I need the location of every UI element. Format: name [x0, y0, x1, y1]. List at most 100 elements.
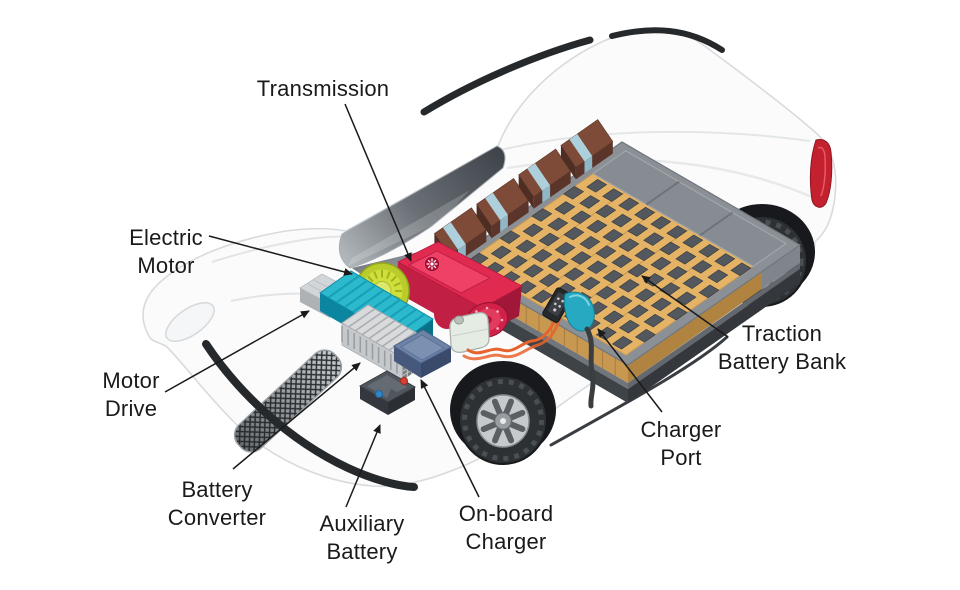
motor-fin — [390, 275, 397, 283]
cell-slot — [547, 217, 569, 231]
cell-slot — [563, 226, 585, 241]
converter-fin — [355, 312, 382, 332]
module-blue-band — [527, 163, 551, 191]
orange-cable — [466, 313, 559, 355]
aux-terminal-blue — [375, 390, 383, 398]
cell-slot — [627, 304, 649, 319]
drum-bolt — [475, 310, 478, 313]
cell-slot — [515, 239, 537, 254]
aux-battery-lid — [367, 375, 407, 398]
arrow-motor-drive — [164, 310, 310, 393]
front-tire-tread — [462, 379, 544, 461]
arrow-electric-motor — [208, 235, 353, 276]
cell-slot — [531, 289, 553, 304]
motor-fin — [367, 275, 374, 283]
wheel-spoke — [508, 409, 526, 421]
cell-slot — [634, 329, 656, 343]
aux-terminal-red — [400, 377, 408, 385]
brown-module-top — [518, 148, 572, 198]
gear-icon-center — [430, 262, 434, 266]
module-blue-band — [500, 214, 508, 233]
module-blue-band — [542, 185, 551, 203]
cell-slot — [618, 279, 640, 293]
pack-side-gray-se — [762, 245, 800, 289]
cell-slot — [586, 219, 608, 234]
cell-slot — [554, 201, 576, 215]
cell-slot — [602, 229, 624, 243]
module-blue-band — [443, 222, 466, 250]
cell-slot — [675, 250, 697, 265]
motor-drive-rib — [352, 289, 385, 313]
front-bumper-trim — [202, 340, 418, 491]
motor-fin — [393, 282, 401, 287]
pack-tray-se — [628, 269, 800, 403]
converter-fin — [368, 319, 396, 340]
slab-divider — [645, 180, 680, 206]
cell-slot — [650, 297, 672, 312]
front-hub-center — [500, 418, 506, 424]
cell-slot — [570, 210, 592, 225]
aux-battery-right — [388, 387, 415, 415]
drum-bolt — [496, 327, 499, 330]
cell-slot — [490, 245, 512, 260]
wheel-spoke — [503, 398, 514, 416]
gear-icon-ray — [427, 265, 431, 269]
pack-lip-se — [628, 263, 800, 389]
windshield-reflection — [348, 190, 470, 266]
roof-rail-near — [420, 36, 594, 116]
cell-slot — [682, 234, 704, 249]
cell-slot — [531, 248, 553, 263]
label-traction-battery-bank: Traction Battery Bank — [717, 321, 847, 374]
cell-slot — [595, 286, 617, 300]
motor-drive-rib — [344, 284, 377, 309]
cell-slot — [506, 254, 528, 269]
cell-slot — [659, 241, 681, 256]
cell-slot — [538, 273, 560, 287]
arrow-charger-port — [597, 328, 663, 413]
cell-slot — [650, 216, 672, 230]
cell-slot — [643, 232, 665, 246]
gear-icon-ray — [433, 265, 437, 269]
brown-module-cap — [518, 174, 534, 209]
cell-slot — [522, 264, 544, 278]
cell-slot — [579, 195, 601, 209]
wheel-spoke — [480, 410, 498, 421]
drum-bolt — [496, 310, 499, 313]
label-battery-converter: Battery Converter — [167, 477, 267, 530]
cell-slot — [634, 206, 656, 221]
cell-slot — [499, 230, 521, 244]
label-onboard-charger: On-board Charger — [458, 501, 554, 554]
cell-slot — [698, 284, 720, 299]
reservoir-seam — [451, 328, 489, 337]
charger-front — [394, 346, 421, 378]
label-motor-drive: Motor Drive — [102, 368, 160, 421]
wheel-spoke — [491, 398, 503, 416]
cell-slot — [627, 223, 649, 237]
grille — [233, 349, 343, 453]
cell-slot — [531, 208, 553, 222]
cell-slot — [538, 232, 560, 247]
motor-fin — [373, 271, 378, 279]
cell-slot — [643, 313, 665, 328]
auxiliary-battery-graphic — [358, 370, 417, 415]
cell-slot — [618, 319, 640, 334]
cell-slot — [602, 310, 624, 325]
cell-slot — [730, 262, 752, 276]
cell-slot — [586, 260, 608, 275]
brown-module-cap — [476, 204, 492, 239]
cell-slot — [666, 306, 688, 321]
cell-slot — [698, 243, 720, 258]
cell-slot — [707, 269, 729, 283]
label-electric-motor: Electric Motor — [129, 225, 203, 278]
coolant-reservoir — [449, 312, 490, 353]
arrow-onboard-charger — [420, 379, 480, 498]
cell-slot — [570, 251, 592, 265]
module-blue-band — [569, 134, 593, 162]
arrow-traction-battery-bank — [641, 275, 729, 338]
plug-highlight — [569, 294, 590, 306]
cell-slot — [666, 225, 688, 239]
wheel-spoke — [492, 426, 503, 444]
cell-slot — [634, 247, 656, 262]
slab-divider — [699, 211, 734, 237]
